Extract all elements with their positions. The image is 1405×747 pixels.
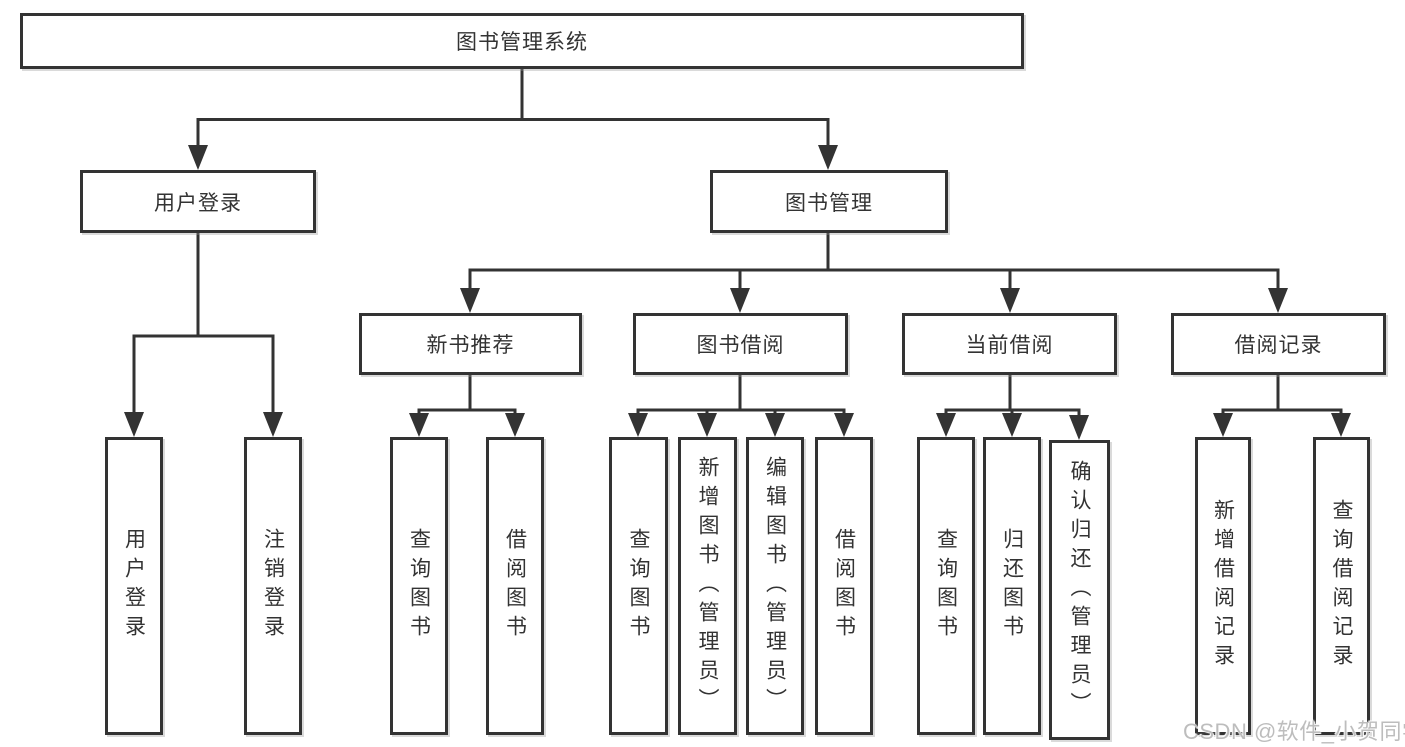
leaf-label: 查询借阅记录	[1330, 499, 1353, 673]
node-label: 用户登录	[154, 191, 242, 215]
leaf-borrow-books-recommend: 借阅图书	[486, 437, 544, 735]
leaf-query-books-current: 查询图书	[917, 437, 975, 735]
leaf-label: 查询图书	[407, 528, 431, 644]
node-new-book-recommendation: 新书推荐	[359, 313, 582, 375]
leaf-return-books: 归还图书	[983, 437, 1041, 735]
leaf-label: 用户登录	[122, 528, 146, 644]
node-label: 图书管理系统	[456, 31, 588, 54]
leaf-label: 新增借阅记录	[1211, 499, 1235, 673]
leaf-query-books-borrow: 查询图书	[609, 437, 668, 735]
leaf-label: 查询图书	[934, 528, 958, 644]
leaf-confirm-return-admin: 确认归还（管理员）	[1049, 440, 1110, 740]
node-user-login-branch: 用户登录	[80, 170, 316, 233]
leaf-borrow-books: 借阅图书	[815, 437, 873, 735]
leaf-logout: 注销登录	[244, 437, 302, 735]
node-label: 新书推荐	[426, 334, 515, 357]
node-current-borrowing: 当前借阅	[902, 313, 1117, 375]
leaf-user-login: 用户登录	[105, 437, 163, 735]
node-borrowing-records: 借阅记录	[1171, 313, 1386, 375]
node-library-management-system: 图书管理系统	[20, 13, 1024, 69]
leaf-label: 借阅图书	[832, 528, 856, 644]
leaf-edit-books-admin: 编辑图书（管理员）	[746, 437, 804, 735]
node-book-management-branch: 图书管理	[710, 170, 948, 233]
leaf-label: 新增图书（管理员）	[696, 455, 719, 717]
node-book-borrowing: 图书借阅	[633, 313, 848, 375]
csdn-watermark: CSDN @软件_小贺同学	[1183, 719, 1405, 744]
leaf-query-books-recommend: 查询图书	[390, 437, 448, 735]
node-label: 借阅记录	[1234, 334, 1323, 357]
leaf-label: 编辑图书（管理员）	[763, 455, 787, 717]
leaf-label: 借阅图书	[503, 528, 527, 644]
node-label: 当前借阅	[965, 334, 1054, 357]
leaf-label: 查询图书	[627, 528, 650, 644]
node-label: 图书借阅	[696, 334, 785, 357]
leaf-label: 确认归还（管理员）	[1068, 459, 1091, 721]
leaf-add-borrow-record: 新增借阅记录	[1195, 437, 1251, 735]
leaf-add-books-admin: 新增图书（管理员）	[678, 437, 737, 735]
leaf-query-borrow-record: 查询借阅记录	[1313, 437, 1370, 735]
leaf-label: 注销登录	[261, 528, 285, 644]
leaf-label: 归还图书	[1000, 528, 1024, 644]
node-label: 图书管理	[785, 191, 873, 215]
